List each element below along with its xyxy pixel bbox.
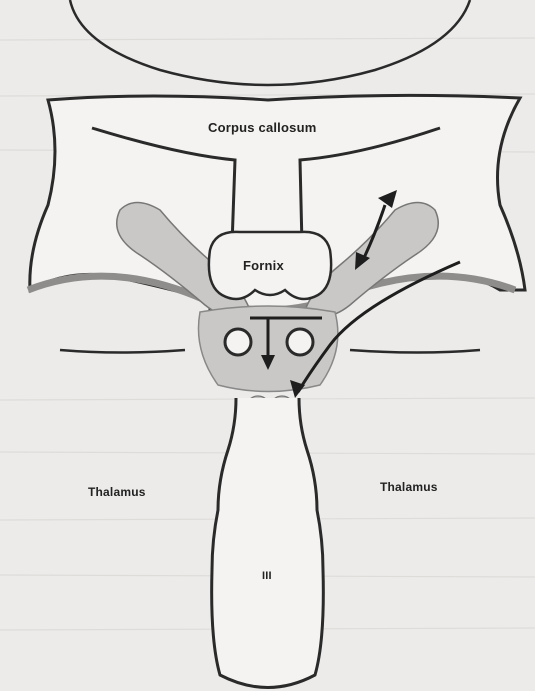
left-foramen-circle <box>225 329 251 355</box>
hemisphere-arc <box>70 0 470 85</box>
right-foramen-circle <box>287 329 313 355</box>
third-ventricle-outline <box>212 398 324 688</box>
third-ventricle-label: III <box>262 570 272 582</box>
fornix-label: Fornix <box>243 258 284 273</box>
thalamus-right-label: Thalamus <box>380 480 438 494</box>
thalamus-left-label: Thalamus <box>88 485 146 499</box>
corpus-callosum-label: Corpus callosum <box>208 120 316 135</box>
